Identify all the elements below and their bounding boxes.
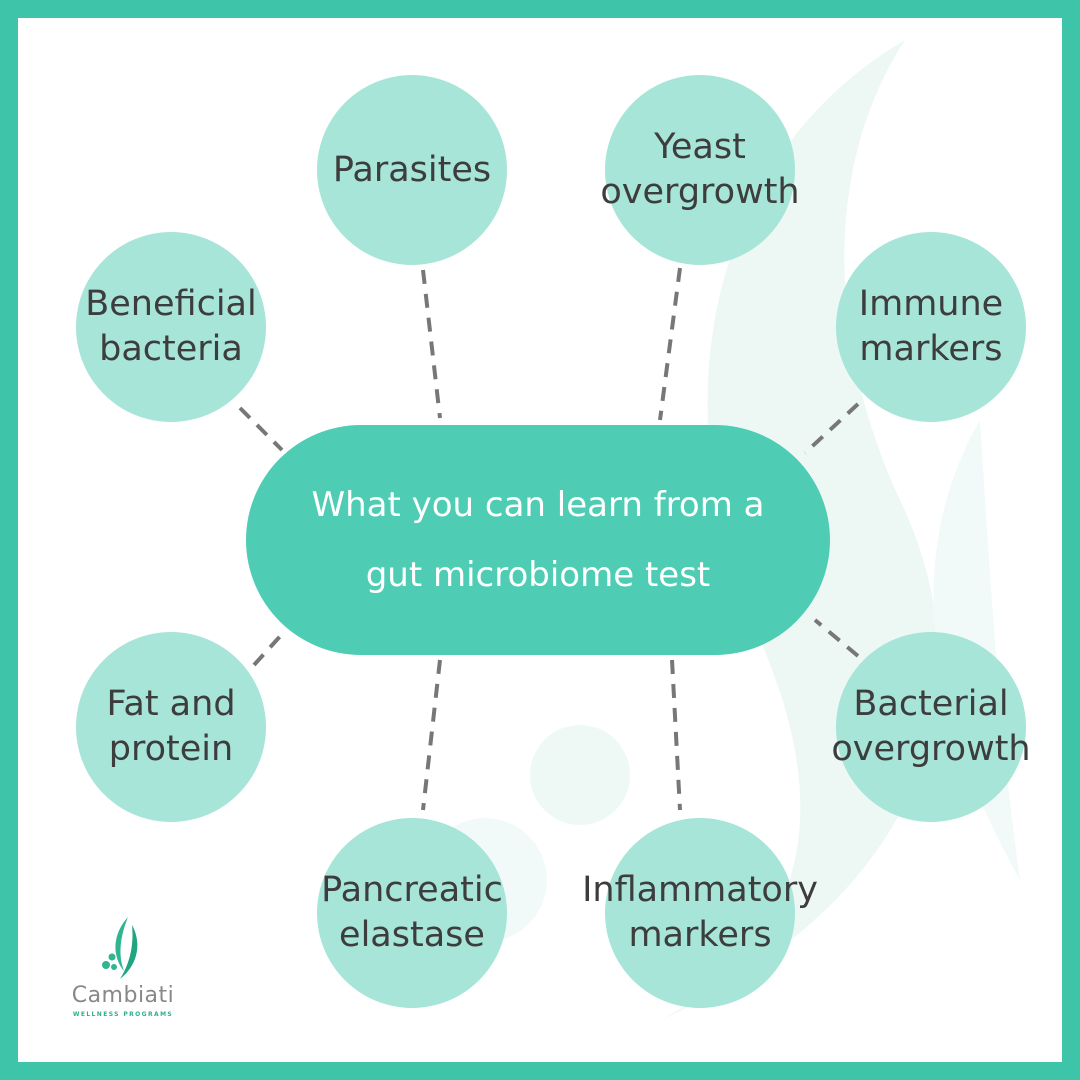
- cambiati-logo: Cambiati WELLNESS PROGRAMS: [58, 915, 188, 1025]
- node-parasites: Parasites: [317, 75, 507, 265]
- node-inflammatory-markers: Inflammatory markers: [582, 818, 818, 1008]
- node-label: Inflammatory markers: [582, 870, 818, 955]
- node-label: Bacterial overgrowth: [831, 684, 1031, 769]
- logo-name: Cambiati: [71, 983, 175, 1008]
- node-yeast-overgrowth: Yeast overgrowth: [600, 75, 800, 265]
- connector-inflammatory: [670, 659, 682, 811]
- node-label: Fat and protein: [106, 684, 236, 769]
- node-label: Immune markers: [858, 284, 1004, 369]
- center-topic: What you can learn from a gut microbiome…: [246, 425, 830, 655]
- connector-yeast: [658, 267, 682, 421]
- node-label: Beneficial bacteria: [85, 284, 257, 369]
- node-immune-markers: Immune markers: [836, 232, 1026, 422]
- content-frame: Parasites Yeast overgrowth Beneficial ba…: [18, 18, 1062, 1062]
- node-pancreatic-elastase: Pancreatic elastase: [317, 818, 507, 1008]
- node-bacterial-overgrowth: Bacterial overgrowth: [831, 632, 1031, 822]
- connector-pancreatic: [421, 659, 442, 811]
- connector-bacterial: [813, 618, 860, 658]
- logo-tagline: WELLNESS PROGRAMS: [72, 1011, 174, 1018]
- connector-lines: [238, 267, 860, 811]
- node-fat-and-protein: Fat and protein: [76, 632, 266, 822]
- connector-beneficial: [238, 406, 284, 452]
- center-title: What you can learn from a gut microbiome…: [311, 485, 765, 595]
- node-label: Pancreatic elastase: [321, 870, 503, 955]
- node-beneficial-bacteria: Beneficial bacteria: [76, 232, 266, 422]
- connector-parasites: [421, 269, 442, 419]
- cambiati-leaf-icon: [102, 917, 138, 979]
- node-label: Yeast overgrowth: [600, 127, 800, 212]
- node-label: Parasites: [332, 149, 492, 190]
- connector-immune: [803, 402, 860, 455]
- connector-fat: [252, 630, 286, 667]
